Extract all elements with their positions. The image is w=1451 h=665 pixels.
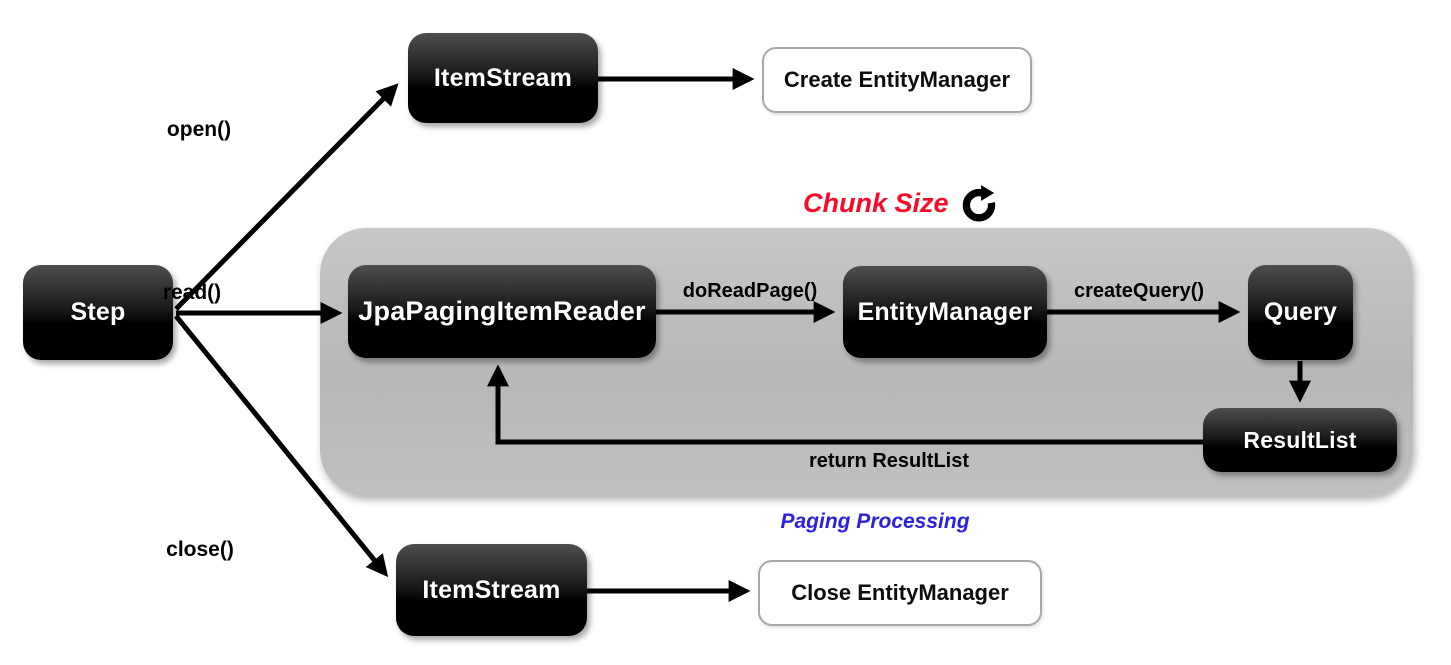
edge-label-open: open() xyxy=(166,118,232,141)
node-query: Query xyxy=(1248,265,1353,360)
refresh-icon xyxy=(962,185,995,222)
node-itemstream-bottom: ItemStream xyxy=(396,544,587,636)
node-resultlist: ResultList xyxy=(1203,408,1397,472)
node-itemstream-top: ItemStream xyxy=(408,33,598,123)
edge-label-close: close() xyxy=(166,538,234,561)
paging-processing-label: Paging Processing xyxy=(780,510,970,533)
node-entitymanager: EntityManager xyxy=(843,266,1047,358)
chunk-size-label: Chunk Size xyxy=(803,188,949,218)
edge-label-createquery: createQuery() xyxy=(1073,280,1205,302)
edge-label-read: read() xyxy=(162,281,222,304)
node-create-entitymanager: Create EntityManager xyxy=(762,47,1032,113)
node-close-entitymanager: Close EntityManager xyxy=(758,560,1042,626)
node-jpapagingitemreader: JpaPagingItemReader xyxy=(348,265,656,358)
node-step: Step xyxy=(23,265,173,360)
chunk-size-annotation: Chunk Size xyxy=(803,182,1001,225)
paging-processing-annotation: Paging Processing xyxy=(780,510,969,534)
edge-label-return-resultlist: return ResultList xyxy=(808,450,970,472)
edge-label-doreadpage: doReadPage() xyxy=(682,280,818,302)
